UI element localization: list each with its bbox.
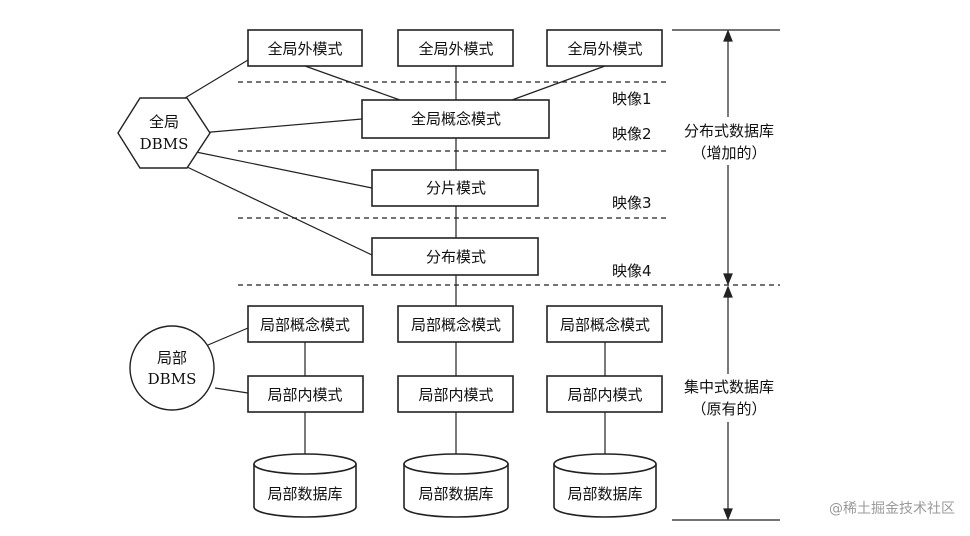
fragment-schema-node: 分片模式 <box>371 169 539 207</box>
connector-ext3-gcs <box>511 65 606 101</box>
watermark-text: @稀土掘金技术社区 <box>829 501 955 517</box>
distributed-db-annotation-bg <box>676 117 780 165</box>
connector-gdbms-gcs <box>199 118 363 134</box>
database-cylinder-top <box>403 453 509 475</box>
fragment-schema-label: 分片模式 <box>426 179 486 197</box>
database-icon <box>253 464 357 518</box>
local-dbms-label-line1: 局部 <box>157 349 187 367</box>
local-conceptual-schema-label-2: 局部概念模式 <box>411 316 501 334</box>
global-conceptual-schema-label: 全局概念模式 <box>411 110 501 128</box>
centralized-db-annotation: 集中式数据库 （原有的） <box>676 374 780 422</box>
global-dbms-node: 全局 DBMS <box>117 97 211 169</box>
external-schema-label-3: 全局外模式 <box>567 40 642 58</box>
local-internal-schemas: 局部内模式 局部内模式 局部内模式 <box>247 375 663 413</box>
global-dbms-hexagon <box>117 97 211 169</box>
external-schema-box-1 <box>247 29 363 67</box>
local-database-cylinder-1 <box>253 453 357 518</box>
span-centralized-arrow-up <box>723 285 733 298</box>
connector-ldbms-lis <box>214 387 249 394</box>
mapping-labels: 映像1 映像2 映像3 映像4 <box>612 90 652 280</box>
local-databases <box>253 453 657 518</box>
connector-gdbms-ext1 <box>184 59 249 99</box>
external-schemas: 全局外模式 全局外模式 全局外模式 <box>247 29 663 67</box>
distribution-schema-box <box>371 237 539 276</box>
centralized-db-label-line1: 集中式数据库 <box>684 378 774 396</box>
database-icon <box>553 464 657 518</box>
external-schema-box-3 <box>546 29 663 67</box>
local-conceptual-schema-box-1 <box>247 305 364 343</box>
local-internal-schema-box-3 <box>546 375 663 413</box>
local-conceptual-schema-label-1: 局部概念模式 <box>260 316 350 334</box>
global-conceptual-schema-box <box>361 99 550 139</box>
local-conceptual-schema-box-3 <box>546 305 663 343</box>
global-dbms-label-line2: DBMS <box>140 135 189 153</box>
distribution-schema-label: 分布模式 <box>426 248 486 266</box>
connector-ext1-gcs <box>304 65 401 101</box>
database-cylinder-top <box>553 453 657 475</box>
span-distributed-arrow-up <box>723 29 733 42</box>
connector-ldbms-lcs <box>207 327 249 346</box>
mapping-label-2: 映像2 <box>612 125 652 143</box>
distribution-schema-node: 分布模式 <box>371 237 539 276</box>
connectors <box>184 59 606 455</box>
local-dbms-circle <box>129 325 215 411</box>
local-dbms-label-line2: DBMS <box>148 370 197 388</box>
local-database-label-3: 局部数据库 <box>567 485 642 503</box>
external-schema-box-2 <box>397 29 514 67</box>
distributed-db-label-line2: （增加的） <box>691 144 766 162</box>
span-distributed-arrow-down <box>723 273 733 286</box>
centralized-db-annotation-bg <box>676 374 780 422</box>
local-conceptual-schema-label-3: 局部概念模式 <box>560 316 650 334</box>
database-cylinder-top <box>253 453 357 475</box>
span-indicators <box>672 29 780 521</box>
distributed-db-label-line1: 分布式数据库 <box>684 122 774 140</box>
global-dbms-label-line1: 全局 <box>149 113 179 131</box>
local-conceptual-schemas: 局部概念模式 局部概念模式 局部概念模式 <box>247 305 663 343</box>
mapping-label-1: 映像1 <box>612 90 652 108</box>
local-database-label-1: 局部数据库 <box>267 485 342 503</box>
connector-gdbms-distribution <box>184 165 373 256</box>
mapping-label-3: 映像3 <box>612 194 652 212</box>
local-dbms-node: 局部 DBMS <box>129 325 215 411</box>
database-icon <box>403 464 509 518</box>
local-conceptual-schema-box-2 <box>397 305 514 343</box>
local-database-cylinder-3 <box>553 453 657 518</box>
local-internal-schema-label-1: 局部内模式 <box>267 386 342 404</box>
mapping-label-4: 映像4 <box>612 262 652 280</box>
connector-gdbms-fragment <box>195 151 373 189</box>
distributed-db-annotation: 分布式数据库 （增加的） <box>676 117 780 165</box>
local-internal-schema-box-1 <box>247 375 364 413</box>
fragment-schema-box <box>371 169 539 207</box>
centralized-db-label-line2: （原有的） <box>691 400 766 418</box>
local-database-label-2: 局部数据库 <box>418 485 493 503</box>
external-schema-label-1: 全局外模式 <box>267 40 342 58</box>
global-conceptual-schema-node: 全局概念模式 <box>361 99 550 139</box>
span-centralized-arrow-down <box>723 508 733 521</box>
mapping-separators <box>238 81 780 286</box>
local-database-cylinder-2 <box>403 453 509 518</box>
external-schema-label-2: 全局外模式 <box>418 40 493 58</box>
local-database-labels: 局部数据库 局部数据库 局部数据库 <box>267 485 642 503</box>
local-internal-schema-label-2: 局部内模式 <box>418 386 493 404</box>
local-internal-schema-box-2 <box>397 375 514 413</box>
local-internal-schema-label-3: 局部内模式 <box>567 386 642 404</box>
